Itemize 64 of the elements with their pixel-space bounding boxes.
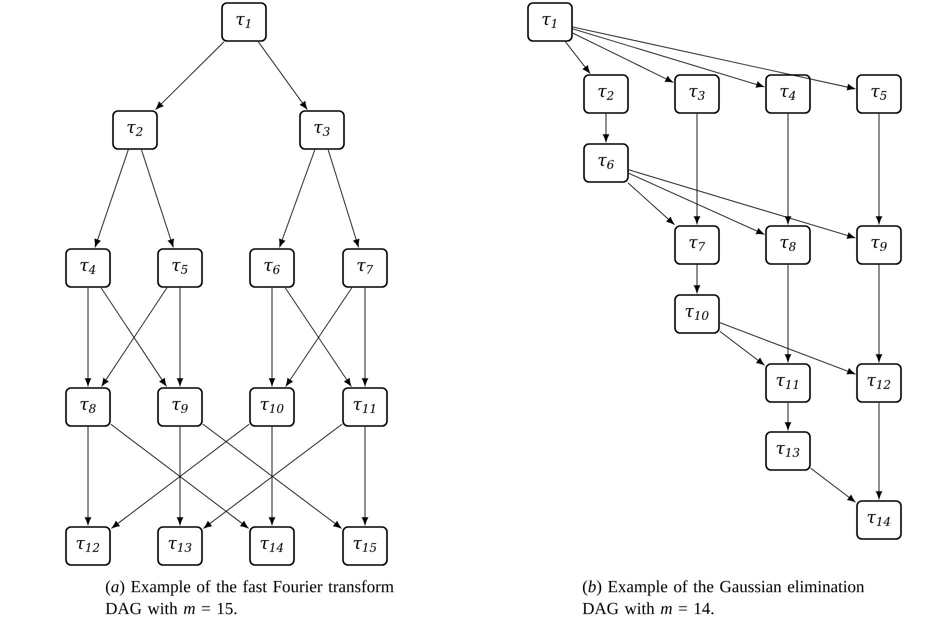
task-box: τ$_{3}$ — [299, 110, 345, 150]
task-box: τ$_{7}$ — [674, 225, 720, 265]
task-box: τ$_{6}$ — [583, 143, 629, 183]
arrow — [84, 426, 92, 525]
task-box: τ$_{9}$ — [856, 225, 902, 265]
task-box: τ$_{12}$ — [856, 363, 902, 403]
task-box: τ$_{4}$ — [765, 74, 811, 114]
arrow — [141, 149, 174, 248]
task-box: τ$_{5}$ — [856, 74, 902, 114]
task-box: τ$_{15}$ — [342, 526, 388, 566]
arrow — [84, 287, 92, 386]
caption: (b) Example of the Gaussian elimination DAG with m = 14. — [582, 580, 864, 614]
arrow — [694, 264, 700, 293]
task-box: τ$_{13}$ — [765, 431, 811, 471]
arrow — [810, 468, 856, 502]
arrow — [628, 182, 674, 225]
task-box: τ$_{3}$ — [674, 74, 720, 114]
arrow — [876, 264, 882, 362]
arrow — [719, 322, 856, 374]
arrow — [628, 169, 856, 239]
task-box: τ$_{1}$ — [221, 2, 267, 42]
arrow — [94, 149, 129, 248]
task-box: τ$_{13}$ — [157, 526, 203, 566]
arrow — [719, 330, 764, 366]
arrow — [602, 113, 610, 142]
arrow — [362, 287, 368, 386]
arrow — [784, 113, 792, 224]
arrow — [876, 402, 882, 499]
arrow — [268, 426, 276, 525]
arrow — [176, 426, 184, 525]
task-box: τ$_{14}$ — [856, 500, 902, 540]
arrow — [572, 28, 764, 88]
arrow — [328, 149, 360, 248]
task-box: τ$_{6}$ — [249, 248, 295, 288]
task-box: τ$_{2}$ — [583, 74, 629, 114]
task-box: τ$_{2}$ — [112, 110, 158, 150]
task-box: τ$_{11}$ — [765, 363, 811, 403]
task-box: τ$_{12}$ — [65, 526, 111, 566]
arrow — [258, 41, 308, 110]
arrow — [362, 426, 368, 525]
task-box: τ$_{9}$ — [157, 387, 203, 427]
task-box: τ$_{11}$ — [342, 387, 388, 427]
arrow — [279, 149, 316, 248]
arrow — [628, 172, 764, 234]
arrow — [572, 32, 674, 83]
task-box: τ$_{10}$ — [674, 294, 720, 334]
task-box: τ$_{8}$ — [65, 387, 111, 427]
arrow — [572, 26, 856, 90]
task-box: τ$_{5}$ — [157, 248, 203, 288]
task-box: τ$_{1}$ — [527, 2, 573, 42]
task-box: τ$_{4}$ — [65, 248, 111, 288]
arrow — [156, 41, 224, 110]
task-box: τ$_{10}$ — [249, 387, 295, 427]
task-box: τ$_{7}$ — [342, 248, 388, 288]
arrow — [565, 41, 590, 74]
arrow — [694, 113, 700, 224]
arrow — [784, 264, 792, 362]
arrow — [176, 287, 184, 386]
arrow — [784, 402, 792, 430]
task-box: τ$_{8}$ — [765, 225, 811, 265]
arrow — [876, 113, 882, 224]
arrow — [268, 287, 276, 386]
caption: (a) Example of the fast Fourier transform DAG with m = 15. — [106, 580, 394, 614]
task-box: τ$_{14}$ — [249, 526, 295, 566]
